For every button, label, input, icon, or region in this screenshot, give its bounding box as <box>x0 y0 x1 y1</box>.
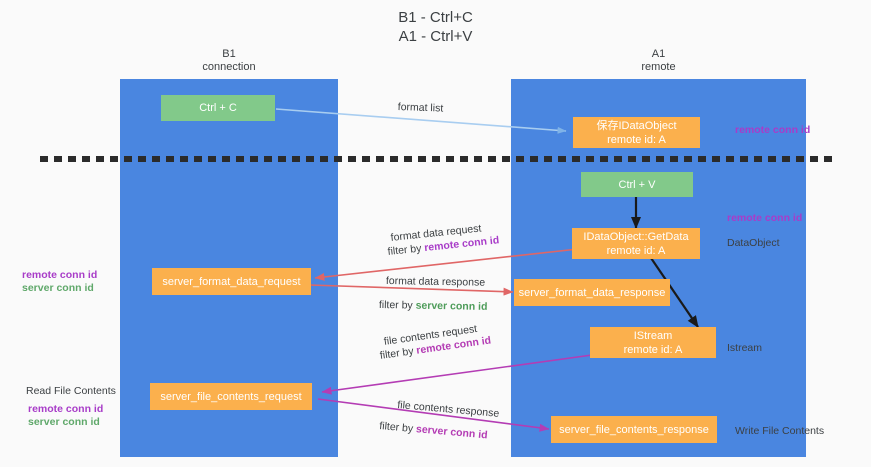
title-line-2: A1 - Ctrl+V <box>398 28 473 45</box>
label-left-remote-conn-id-mid: remote conn id <box>22 269 98 281</box>
label-left-server-conn-id-bot: server conn id <box>28 416 100 428</box>
lane-header-b1: B1 connection <box>120 48 338 74</box>
lane-header-b1-role: connection <box>202 61 256 73</box>
edge-label-file-contents-response: file contents response <box>397 398 500 421</box>
node-server-file-contents-response-label: server_file_contents_response <box>559 423 709 436</box>
node-istream-sub: remote id: A <box>623 343 683 356</box>
node-idataobject-getdata-sub: remote id: A <box>606 244 666 257</box>
node-ctrl-c-label: Ctrl + C <box>199 102 237 114</box>
lane-header-a1-role: remote <box>641 61 676 73</box>
edge-label-format-data-response-filter: filter by server conn id <box>379 298 488 314</box>
node-save-idataobject-sub: remote id: A <box>607 133 666 146</box>
edge-label-format-list-text: format list <box>397 100 444 115</box>
edge-label-file-contents-response-text: file contents response <box>396 398 500 420</box>
node-server-format-data-response[interactable]: server_format_data_response <box>514 279 670 306</box>
label-istream: Istream <box>727 342 763 354</box>
node-idataobject-getdata[interactable]: IDataObject::GetData remote id: A <box>572 228 700 259</box>
node-istream-label: IStream <box>633 329 673 342</box>
node-save-idataobject-label: 保存IDataObject <box>596 119 677 132</box>
edge-label-format-data-response-text: format data response <box>385 274 486 289</box>
label-right-remote-conn-id-mid: remote conn id <box>727 212 803 224</box>
filter-highlight-server-conn-id: server conn id <box>415 299 488 313</box>
filter-prefix: filter by <box>387 242 425 258</box>
phase-divider <box>40 156 835 162</box>
node-server-format-data-request[interactable]: server_format_data_request <box>152 268 311 295</box>
lane-header-b1-name: B1 <box>222 48 236 60</box>
node-server-format-data-request-label: server_format_data_request <box>162 275 301 288</box>
node-ctrl-c[interactable]: Ctrl + C <box>161 95 275 121</box>
node-istream[interactable]: IStream remote id: A <box>590 327 716 358</box>
node-ctrl-v[interactable]: Ctrl + V <box>581 172 693 197</box>
label-dataobject: DataObject <box>727 237 780 249</box>
node-save-idataobject[interactable]: 保存IDataObject remote id: A <box>573 117 700 148</box>
filter-highlight-server-conn-id: server conn id <box>415 423 489 442</box>
label-write-file-contents: Write File Contents <box>735 425 825 437</box>
label-read-file-contents: Read File Contents <box>26 385 116 397</box>
node-server-file-contents-response[interactable]: server_file_contents_response <box>551 416 717 443</box>
edge-label-format-list: format list <box>398 100 444 116</box>
node-ctrl-v-label: Ctrl + V <box>618 178 656 191</box>
lane-header-a1-name: A1 <box>651 48 666 60</box>
label-right-remote-conn-id-top: remote conn id <box>735 124 811 136</box>
edge-label-file-contents-response-filter: filter by server conn id <box>379 419 488 442</box>
edge-label-format-data-response: format data response <box>386 274 485 290</box>
filter-prefix: filter by <box>379 344 418 362</box>
node-server-file-contents-request-label: server_file_contents_request <box>160 390 302 403</box>
diagram-title: B1 - Ctrl+C A1 - Ctrl+V <box>0 8 871 46</box>
filter-prefix: filter by <box>378 298 416 312</box>
lane-header-a1: A1 remote <box>511 48 806 74</box>
title-line-1: B1 - Ctrl+C <box>398 9 473 26</box>
label-left-server-conn-id-mid: server conn id <box>22 282 94 294</box>
node-server-file-contents-request[interactable]: server_file_contents_request <box>150 383 312 410</box>
label-left-remote-conn-id-bot: remote conn id <box>28 403 104 415</box>
node-idataobject-getdata-label: IDataObject::GetData <box>583 230 689 243</box>
filter-prefix: filter by <box>378 419 417 436</box>
node-server-format-data-response-label: server_format_data_response <box>518 286 666 299</box>
